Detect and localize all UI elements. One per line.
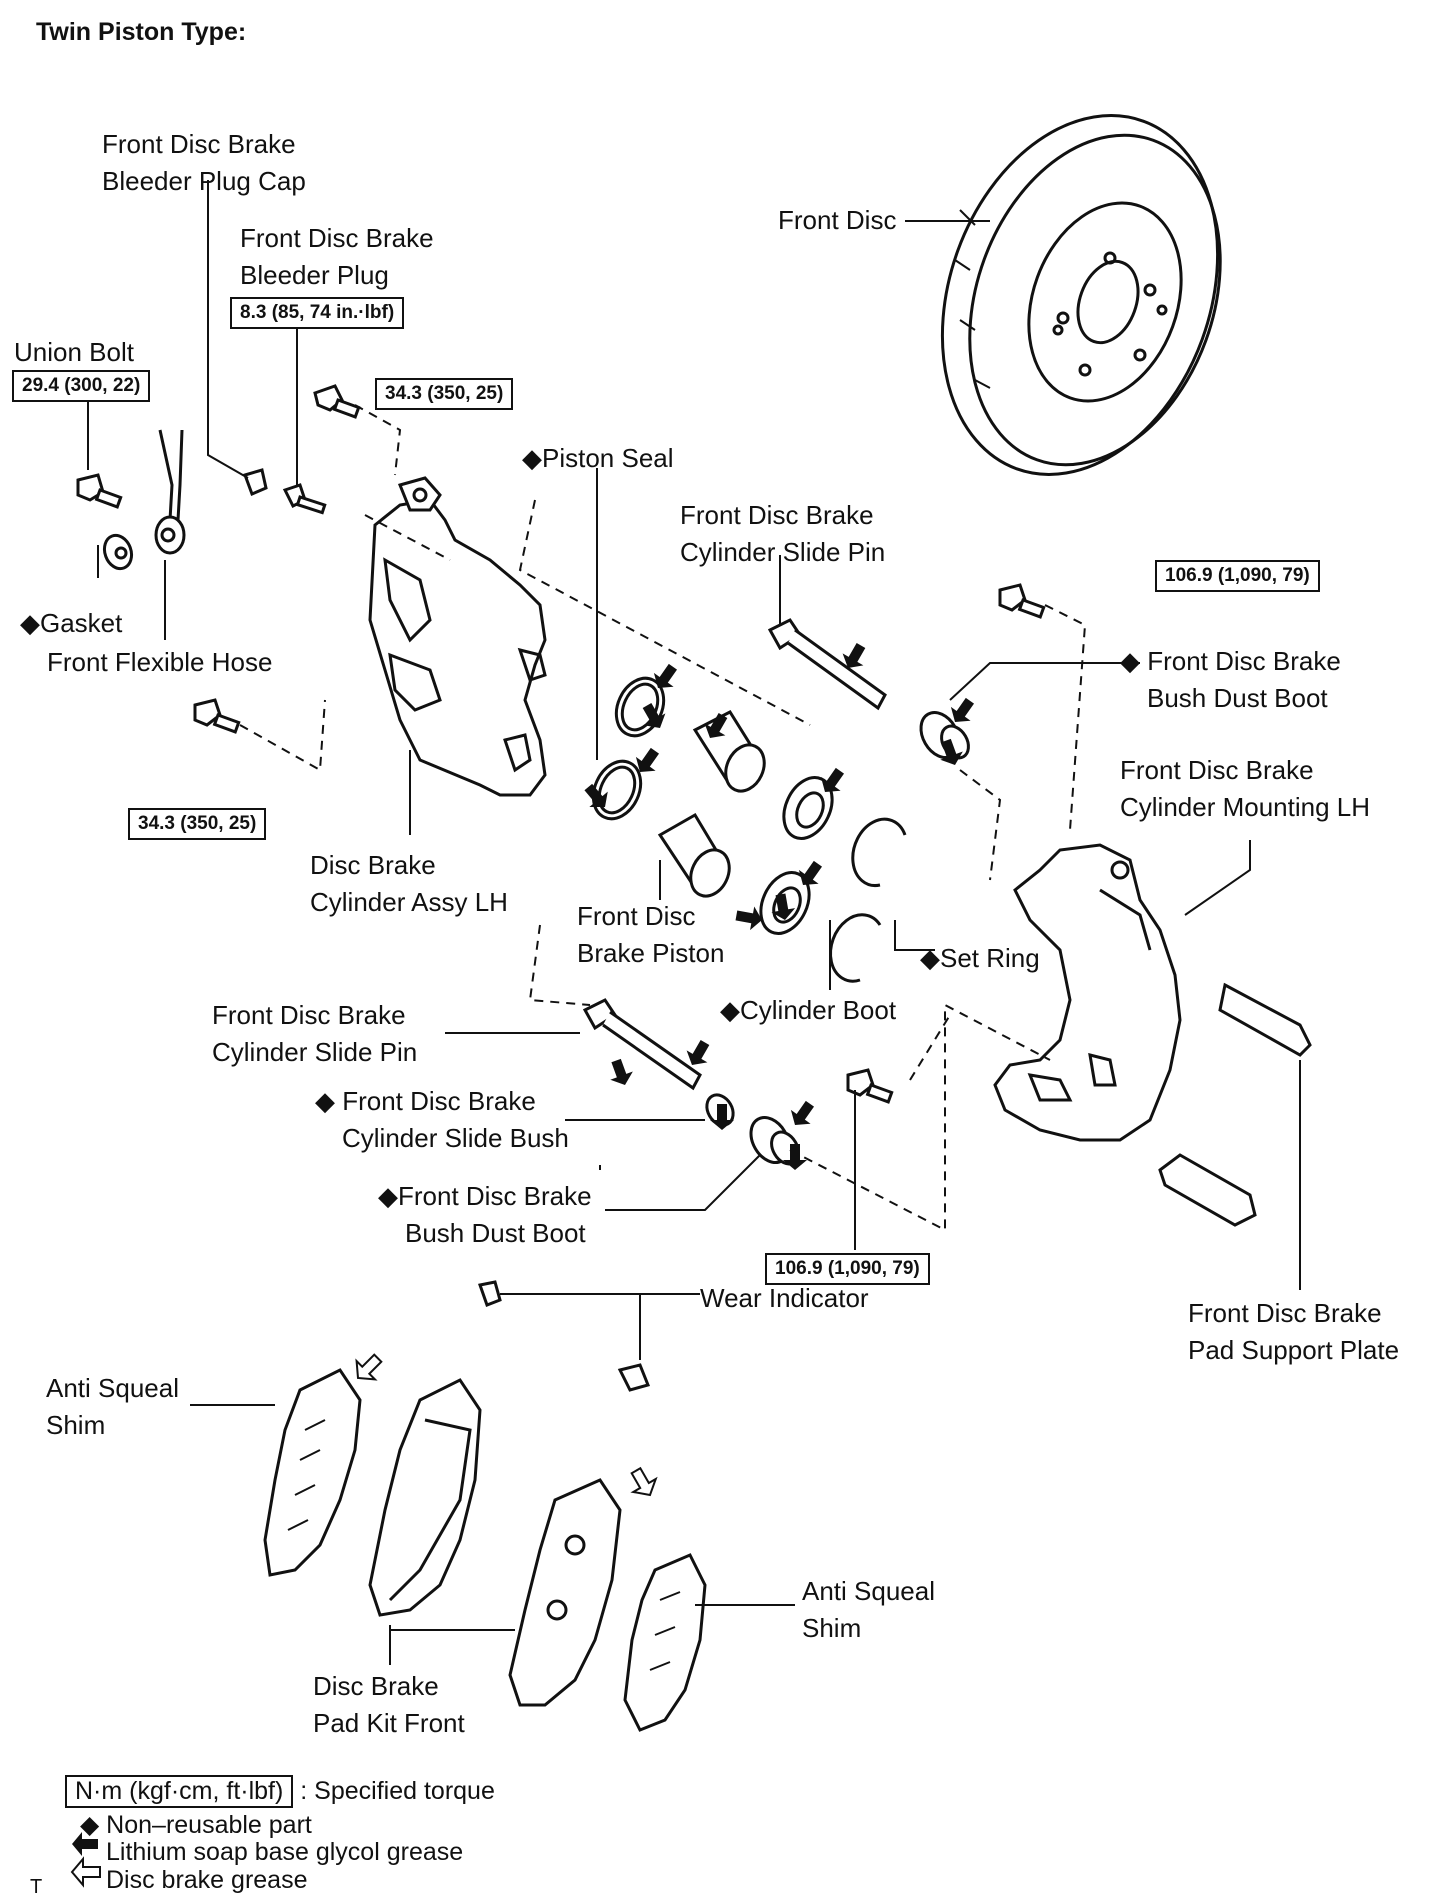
legend-lithium-grease: Lithium soap base glycol grease <box>106 1838 464 1866</box>
torque-mounting-top: 106.9 (1,090, 79) <box>1155 560 1320 592</box>
legend-torque-box: N·m (kgf·cm, ft·lbf) <box>65 1775 294 1808</box>
disc-brake-cylinder-assy <box>368 476 547 797</box>
front-disc-rotor <box>940 114 1222 476</box>
page-title: Twin Piston Type: <box>36 18 247 46</box>
pads-and-shims <box>263 1368 707 1732</box>
corner-mark: T <box>30 1876 43 1898</box>
torque-bleeder-plug: 8.3 (85, 74 in.·lbf) <box>230 297 405 329</box>
torque-caliper-bottom: 34.3 (350, 25) <box>128 808 267 840</box>
torque-caliper-top: 34.3 (350, 25) <box>375 378 514 410</box>
legend-non-reusable: ◆ Non–reusable part <box>80 1811 312 1839</box>
label-wear-indicator: Wear Indicator <box>700 1283 869 1313</box>
label-set-ring: ◆Set Ring <box>920 943 1040 973</box>
legend-torque: N·m (kgf·cm, ft·lbf) : Specified torque <box>65 1775 495 1808</box>
label-front-flexible-hose: Front Flexible Hose <box>47 647 273 677</box>
torque-union-bolt: 29.4 (300, 22) <box>12 370 151 402</box>
leader-lines <box>87 180 1301 1665</box>
label-gasket: ◆Gasket <box>20 608 123 638</box>
assembly-dashed-lines <box>239 404 1087 1232</box>
bolts-and-small-parts <box>76 384 1312 1392</box>
label-union-bolt: Union Bolt <box>14 337 134 367</box>
legend-disc-brake-grease: Disc brake grease <box>106 1866 308 1894</box>
label-cylinder-boot: ◆Cylinder Boot <box>720 995 897 1025</box>
label-piston-seal: ◆Piston Seal <box>522 443 674 473</box>
legend-torque-text: : Specified torque <box>300 1777 495 1805</box>
cylinder-mounting-lh <box>993 843 1182 1142</box>
torque-mounting-bottom: 106.9 (1,090, 79) <box>765 1253 930 1285</box>
label-front-disc: Front Disc <box>778 205 897 235</box>
